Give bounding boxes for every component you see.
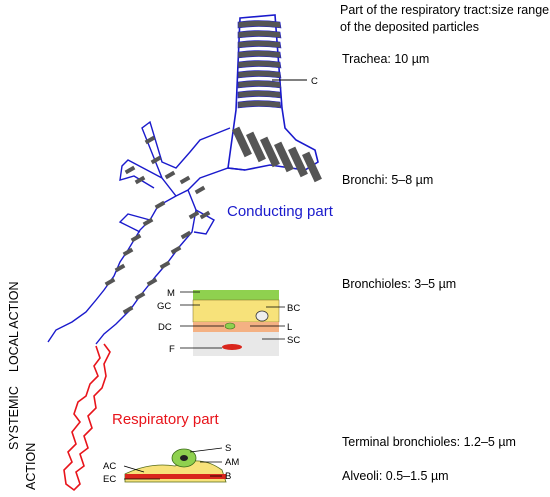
trachea-ring — [237, 90, 282, 99]
bronchus-stripe — [154, 200, 166, 210]
inset-dendritic-cell — [224, 322, 236, 330]
inset-mucus-layer — [193, 290, 279, 300]
bronchus-stripe — [134, 175, 146, 185]
systemic-action-label-line2: ACTION — [24, 442, 38, 490]
label-f: F — [169, 344, 175, 355]
label-s: S — [225, 443, 231, 454]
bronchus-ring — [260, 136, 280, 168]
label-cartilage: C — [311, 76, 318, 87]
size-terminal-bronchioles: Terminal bronchioles: 1.2–5 µm — [342, 435, 516, 449]
label-gc: GC — [157, 301, 171, 312]
bronchus-stripe — [180, 230, 192, 240]
bronchus-stripe — [199, 210, 211, 220]
bronchus-stripe — [144, 135, 156, 145]
trachea-ring — [237, 40, 282, 49]
label-l: L — [287, 322, 292, 333]
trachea-ring — [237, 50, 282, 59]
bronchus-ring — [246, 131, 266, 163]
respiratory-branches — [63, 343, 111, 492]
label-ec: EC — [103, 474, 116, 485]
label-ac: AC — [103, 461, 116, 472]
bronchus-stripe — [114, 263, 126, 273]
bronchus-stripe — [146, 277, 158, 287]
bronchus-stripe — [130, 233, 142, 243]
bronchus-ring — [232, 126, 252, 158]
bronchus-stripe — [179, 175, 191, 185]
bronchus-stripe — [122, 305, 134, 315]
label-am: AM — [225, 457, 239, 468]
alveolar-wall-inset: S AM AC B EC — [103, 443, 239, 485]
size-bronchi: Bronchi: 5–8 µm — [342, 173, 434, 187]
trachea-ring — [237, 60, 282, 69]
bronchus-stripe — [142, 217, 154, 227]
bronchiole-wall-inset: M GC BC DC L SC F — [157, 288, 300, 356]
bronchus-stripe — [124, 165, 136, 175]
trachea-rings — [232, 20, 322, 183]
label-sc: SC — [287, 335, 300, 346]
label-bc: BC — [287, 303, 300, 314]
inset-submucosa — [193, 322, 279, 332]
bronchial-stripes — [104, 135, 211, 315]
systemic-action-label-line1: SYSTEMIC — [7, 386, 21, 450]
local-action-label: LOCAL ACTION — [7, 281, 21, 372]
inset-basal-cell — [255, 310, 269, 322]
trachea-ring — [237, 80, 282, 89]
bronchus-stripe — [104, 277, 116, 287]
trachea-ring — [237, 100, 282, 109]
trachea-ring — [237, 20, 282, 29]
trachea-ring — [237, 30, 282, 39]
bronchus-stripe — [159, 260, 171, 270]
bronchus-ring — [288, 146, 308, 178]
bronchus-stripe — [164, 170, 176, 180]
bronchus-stripe — [170, 245, 182, 255]
bronchial-tree — [47, 120, 246, 345]
respiratory-part-label: Respiratory part — [112, 411, 219, 428]
size-alveoli: Alveoli: 0.5–1.5 µm — [342, 469, 449, 483]
conducting-part-label: Conducting part — [227, 203, 333, 220]
bronchus-stripe — [188, 210, 200, 220]
size-trachea: Trachea: 10 µm — [342, 52, 430, 66]
capillary — [125, 474, 226, 479]
label-dc: DC — [158, 322, 172, 333]
header-text: Part of the respiratory tract:size range… — [340, 3, 550, 34]
bronchus-stripe — [194, 185, 206, 195]
bronchus-stripe — [150, 155, 162, 165]
bronchus-stripe — [122, 247, 134, 257]
inset-fibroblast — [222, 344, 242, 350]
label-m: M — [167, 288, 175, 299]
size-bronchioles: Bronchioles: 3–5 µm — [342, 277, 457, 291]
inset-fibers — [193, 332, 279, 356]
trachea-ring — [237, 70, 282, 79]
bronchus-ring — [274, 141, 294, 173]
bronchus-stripe — [134, 291, 146, 301]
bronchus-ring — [302, 151, 322, 183]
label-b: B — [225, 471, 231, 482]
